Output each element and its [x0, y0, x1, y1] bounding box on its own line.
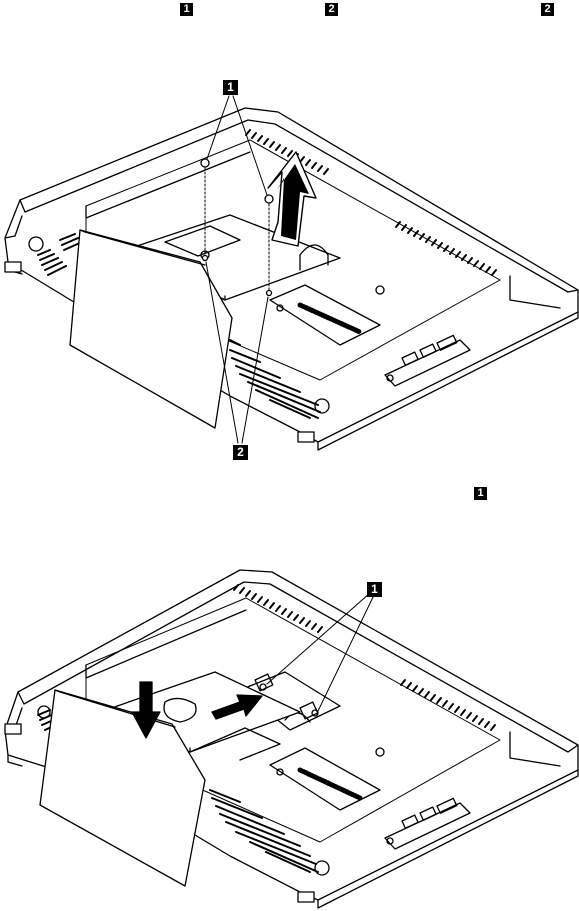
callout-1-bracket-screws: 1: [367, 582, 382, 597]
